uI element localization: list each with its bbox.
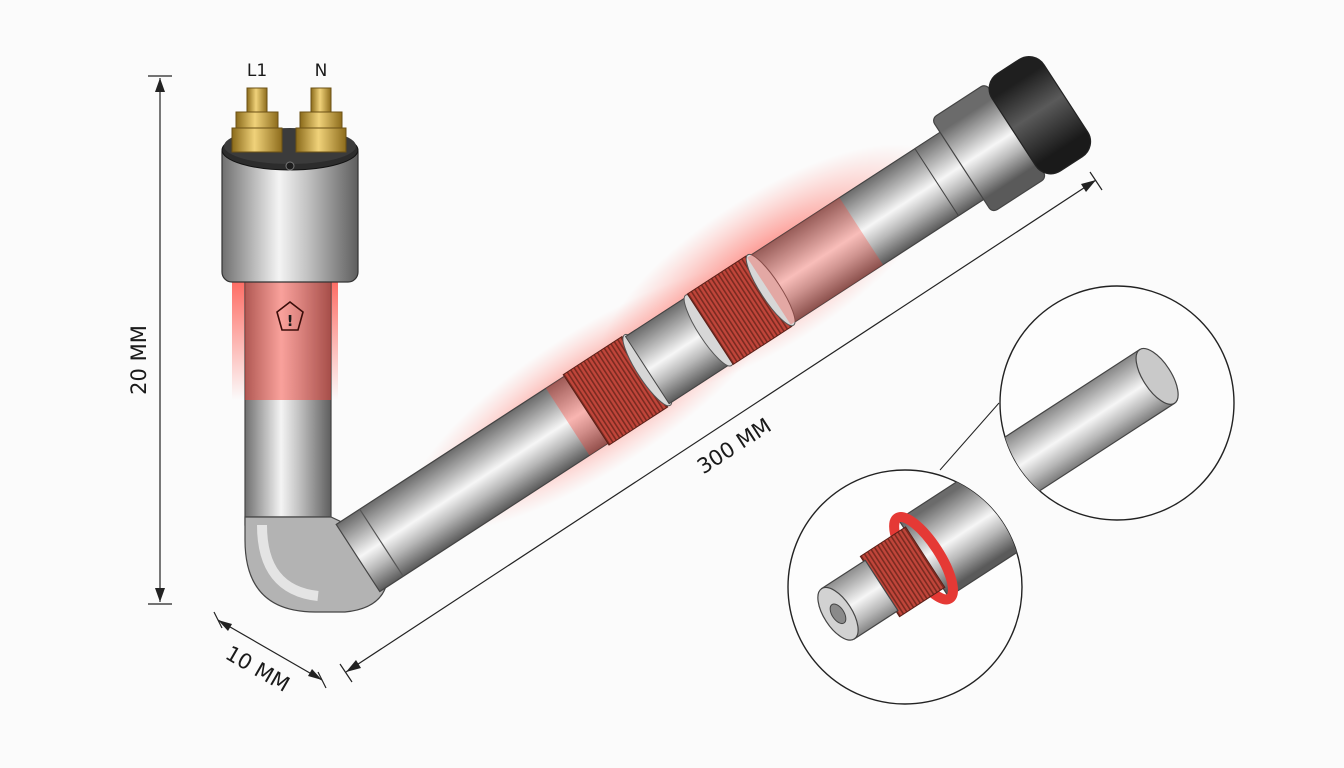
zoom-detail-tube: [999, 285, 1235, 521]
diameter-dimension: [213, 611, 327, 689]
warning-icon: !: [276, 300, 304, 331]
zoom-detail-end: [787, 469, 1023, 705]
height-dimension-label: 20 MM: [127, 325, 151, 395]
terminal-label-n: N: [315, 61, 328, 81]
vertical-pipe: [244, 274, 332, 526]
terminal-head: [221, 128, 359, 283]
coil-segment-2: [683, 253, 796, 367]
callout-connector: [939, 402, 1000, 471]
terminal-label-l1: L1: [247, 61, 267, 81]
height-dimension: [148, 75, 172, 605]
warning-symbol: !: [287, 312, 294, 330]
diagonal-pipe: [335, 55, 1092, 593]
terminal-post-l1: [231, 87, 283, 153]
length-dimension: [339, 171, 1103, 683]
terminal-post-n: [295, 87, 347, 153]
